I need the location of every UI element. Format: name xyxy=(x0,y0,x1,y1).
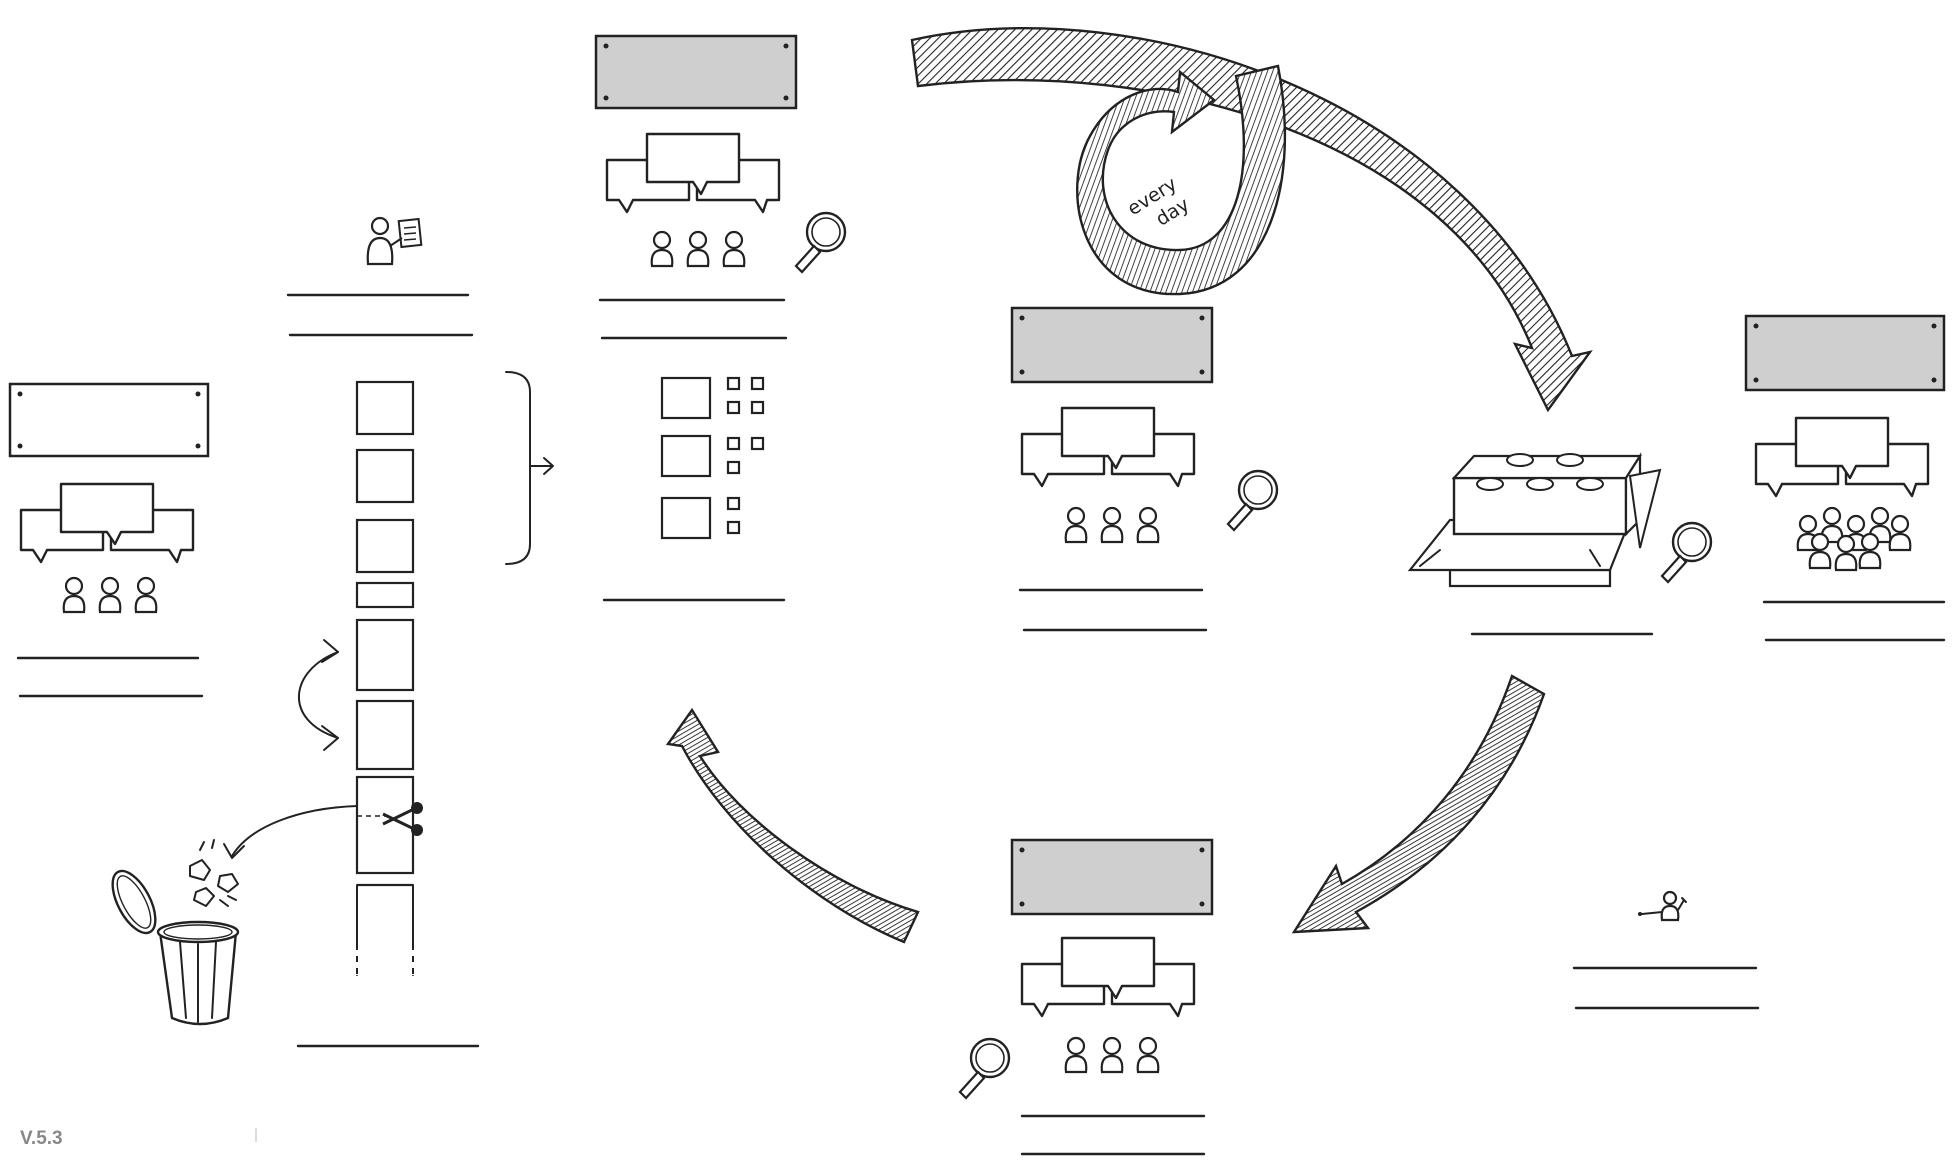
team-icon xyxy=(1066,508,1159,542)
sprint-arrow-left xyxy=(668,710,918,942)
magnifier-icon xyxy=(1662,523,1711,582)
speech-bubbles-icon xyxy=(1022,408,1194,486)
daily-loop: every day xyxy=(1077,66,1285,294)
paper-scraps xyxy=(190,840,238,906)
title-board xyxy=(1012,308,1212,382)
title-board xyxy=(1746,316,1944,390)
sprint-backlog-block xyxy=(596,36,845,600)
sprint-review-block xyxy=(1746,316,1944,640)
product-backlog-block xyxy=(104,218,478,1046)
title-board xyxy=(596,36,796,108)
speech-bubbles-icon xyxy=(1756,418,1928,496)
stakeholders-icon xyxy=(1798,508,1911,570)
person-with-board-icon xyxy=(368,218,422,264)
team-icon xyxy=(64,578,157,612)
discard-arrow xyxy=(232,806,357,856)
daily-scrum-block xyxy=(1012,308,1277,630)
speech-bubbles-icon xyxy=(1022,938,1194,1016)
selection-bracket xyxy=(506,372,553,564)
magnifier-icon xyxy=(1228,471,1277,530)
backlog-items xyxy=(357,382,413,975)
increment-block xyxy=(1410,454,1711,634)
swap-arrows-icon xyxy=(299,640,338,750)
team-icon xyxy=(652,232,745,266)
product-box-icon xyxy=(1410,454,1660,586)
speech-bubbles-icon xyxy=(607,134,779,212)
pointing-person-icon xyxy=(1638,892,1686,920)
team-icon xyxy=(1066,1038,1159,1072)
title-board xyxy=(1012,840,1212,914)
magnifier-icon xyxy=(796,213,845,272)
retrospective-block xyxy=(960,840,1212,1154)
title-board xyxy=(10,384,208,456)
version-label: V.5.3 xyxy=(20,1128,63,1150)
sprint-arrow-right xyxy=(1294,676,1544,932)
task-board xyxy=(662,378,763,538)
speech-bubbles-icon xyxy=(21,484,193,562)
every-day-label: every day xyxy=(1124,170,1199,241)
trash-can-icon xyxy=(104,864,238,1024)
sprint-planning-block xyxy=(10,384,208,696)
magnifier-icon xyxy=(960,1039,1009,1098)
